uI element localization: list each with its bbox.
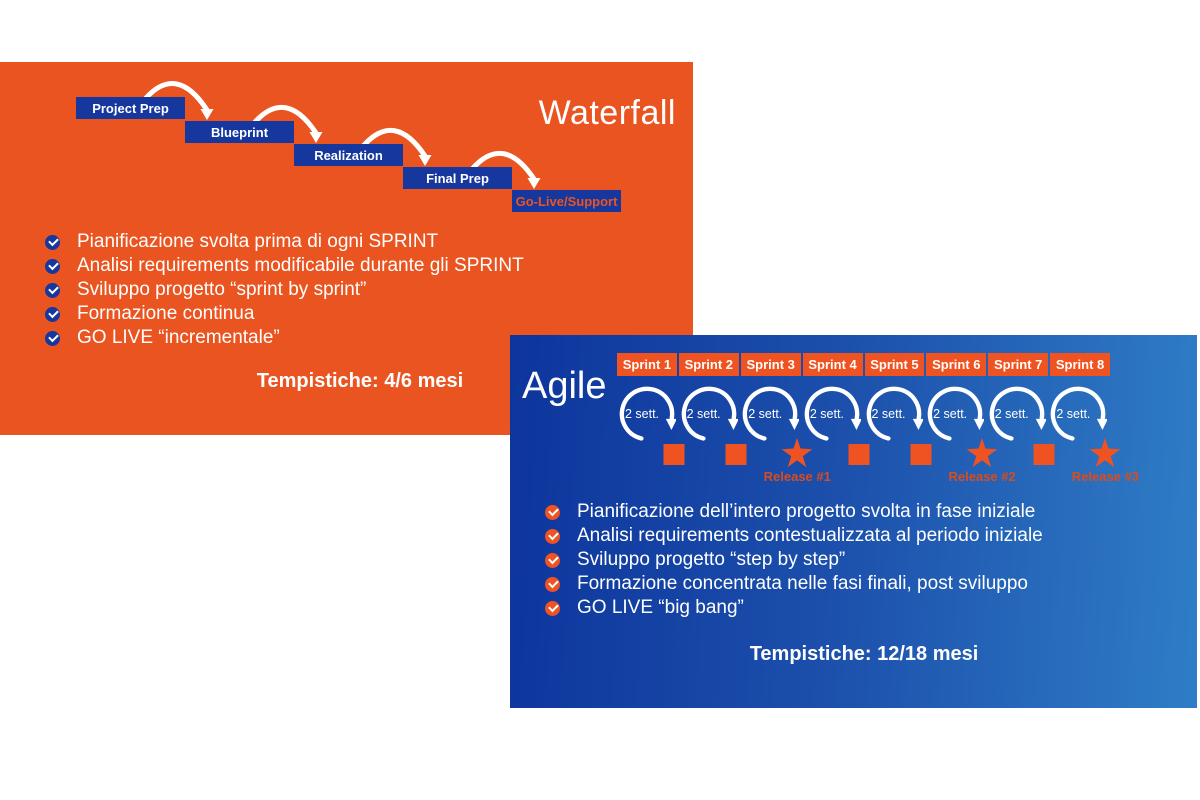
sprint-square-icon bbox=[725, 444, 747, 465]
sprint-box-6: Sprint 6 bbox=[926, 353, 987, 376]
sprint-box-5: Sprint 5 bbox=[864, 353, 925, 376]
waterfall-timing: Tempistiche: 4/6 mesi bbox=[256, 370, 464, 392]
check-circle-icon bbox=[45, 282, 60, 298]
waterfall-bullet: Formazione continua bbox=[45, 302, 524, 326]
phase-box-project-prep: Project Prep bbox=[76, 97, 185, 119]
bullet-text: Formazione concentrata nelle fasi finali… bbox=[577, 573, 1028, 594]
sprint-loop: 2 sett. bbox=[680, 385, 738, 443]
agile-bullet: Formazione concentrata nelle fasi finali… bbox=[545, 572, 1043, 596]
phase-box-golive-support: Go-Live/Support bbox=[512, 190, 621, 212]
check-circle-icon bbox=[45, 330, 60, 346]
agile-timing: Tempistiche: 12/18 mesi bbox=[749, 643, 979, 665]
sprint-box-8: Sprint 8 bbox=[1050, 353, 1110, 376]
check-circle-icon bbox=[545, 528, 560, 544]
phase-box-blueprint: Blueprint bbox=[185, 121, 294, 143]
check-circle-icon bbox=[545, 600, 560, 616]
bullet-text: GO LIVE “big bang” bbox=[577, 597, 744, 618]
agile-bullet: Sviluppo progetto “step by step” bbox=[545, 548, 1043, 572]
bullet-text: Analisi requirements contestualizzata al… bbox=[577, 525, 1043, 546]
waterfall-card: Waterfall Project Prep Blueprint Realiza… bbox=[0, 62, 693, 435]
loop-label: 2 sett. bbox=[809, 407, 844, 421]
sprint-box-3: Sprint 3 bbox=[740, 353, 801, 376]
check-circle-icon bbox=[545, 576, 560, 592]
agile-title: Agile bbox=[522, 365, 607, 408]
waterfall-bullet: GO LIVE “incrementale” bbox=[45, 326, 524, 350]
agile-bullet: Analisi requirements contestualizzata al… bbox=[545, 524, 1043, 548]
release-label: Release #2 bbox=[948, 469, 1016, 484]
sprint-loop: 2 sett. bbox=[865, 385, 923, 443]
sprint-square-icon bbox=[663, 444, 685, 465]
sprint-loop: 2 sett. bbox=[1049, 385, 1107, 443]
sprint-loop: 2 sett. bbox=[741, 385, 799, 443]
waterfall-step-arrows-icon bbox=[143, 81, 541, 189]
bullet-text: Pianificazione dell’intero progetto svol… bbox=[577, 501, 1036, 522]
sprint-square-icon bbox=[1033, 444, 1055, 465]
check-circle-icon bbox=[545, 504, 560, 520]
release-label: Release #1 bbox=[763, 469, 831, 484]
sprint-loop: 2 sett. bbox=[926, 385, 984, 443]
sprint-box-7: Sprint 7 bbox=[988, 353, 1049, 376]
sprint-loop: 2 sett. bbox=[988, 385, 1046, 443]
waterfall-bullet: Sviluppo progetto “sprint by sprint” bbox=[45, 278, 524, 302]
release-label: Release #3 bbox=[1071, 469, 1139, 484]
check-circle-icon bbox=[45, 306, 60, 322]
waterfall-bullet-list: Pianificazione svolta prima di ogni SPRI… bbox=[45, 230, 524, 350]
bullet-text: Sviluppo progetto “sprint by sprint” bbox=[77, 279, 367, 300]
phase-box-realization: Realization bbox=[294, 144, 403, 166]
check-circle-icon bbox=[45, 258, 60, 274]
bullet-text: Pianificazione svolta prima di ogni SPRI… bbox=[77, 231, 439, 252]
waterfall-bullet: Analisi requirements modificabile durant… bbox=[45, 254, 524, 278]
bullet-text: GO LIVE “incrementale” bbox=[77, 327, 280, 348]
phase-box-final-prep: Final Prep bbox=[403, 167, 512, 189]
agile-card: Agile Sprint 1 Sprint 2 Sprint 3 Sprint … bbox=[510, 335, 1197, 708]
check-circle-icon bbox=[545, 552, 560, 568]
sprint-square-icon bbox=[848, 444, 870, 465]
sprint-row: Sprint 1 Sprint 2 Sprint 3 Sprint 4 Spri… bbox=[617, 353, 1110, 376]
bullet-text: Analisi requirements modificabile durant… bbox=[77, 255, 524, 276]
loop-label: 2 sett. bbox=[994, 407, 1029, 421]
sprint-box-1: Sprint 1 bbox=[617, 353, 677, 376]
sprint-loop: 2 sett. bbox=[618, 385, 676, 443]
agile-bullet: GO LIVE “big bang” bbox=[545, 596, 1043, 620]
loop-label: 2 sett. bbox=[871, 407, 906, 421]
waterfall-diagram: Project Prep Blueprint Realization Final… bbox=[0, 62, 693, 232]
sprint-box-2: Sprint 2 bbox=[678, 353, 739, 376]
loop-label: 2 sett. bbox=[624, 407, 660, 421]
waterfall-title: Waterfall bbox=[538, 93, 676, 132]
sprint-loop: 2 sett. bbox=[803, 385, 861, 443]
sprint-box-4: Sprint 4 bbox=[802, 353, 863, 376]
sprint-square-icon bbox=[910, 444, 931, 465]
loop-label: 2 sett. bbox=[748, 407, 783, 421]
check-circle-icon bbox=[45, 234, 60, 250]
waterfall-bullet: Pianificazione svolta prima di ogni SPRI… bbox=[45, 230, 524, 254]
bullet-text: Formazione continua bbox=[77, 303, 255, 324]
loop-label: 2 sett. bbox=[933, 407, 968, 421]
sprint-loops-and-markers: 2 sett. 2 sett. 2 sett. Release #1 2 sett. 2 … bbox=[510, 335, 1197, 495]
loop-label: 2 sett. bbox=[1056, 407, 1091, 421]
loop-label: 2 sett. bbox=[686, 407, 721, 421]
agile-bullet: Pianificazione dell’intero progetto svol… bbox=[545, 500, 1043, 524]
agile-bullet-list: Pianificazione dell’intero progetto svol… bbox=[545, 500, 1043, 620]
bullet-text: Sviluppo progetto “step by step” bbox=[577, 549, 846, 570]
